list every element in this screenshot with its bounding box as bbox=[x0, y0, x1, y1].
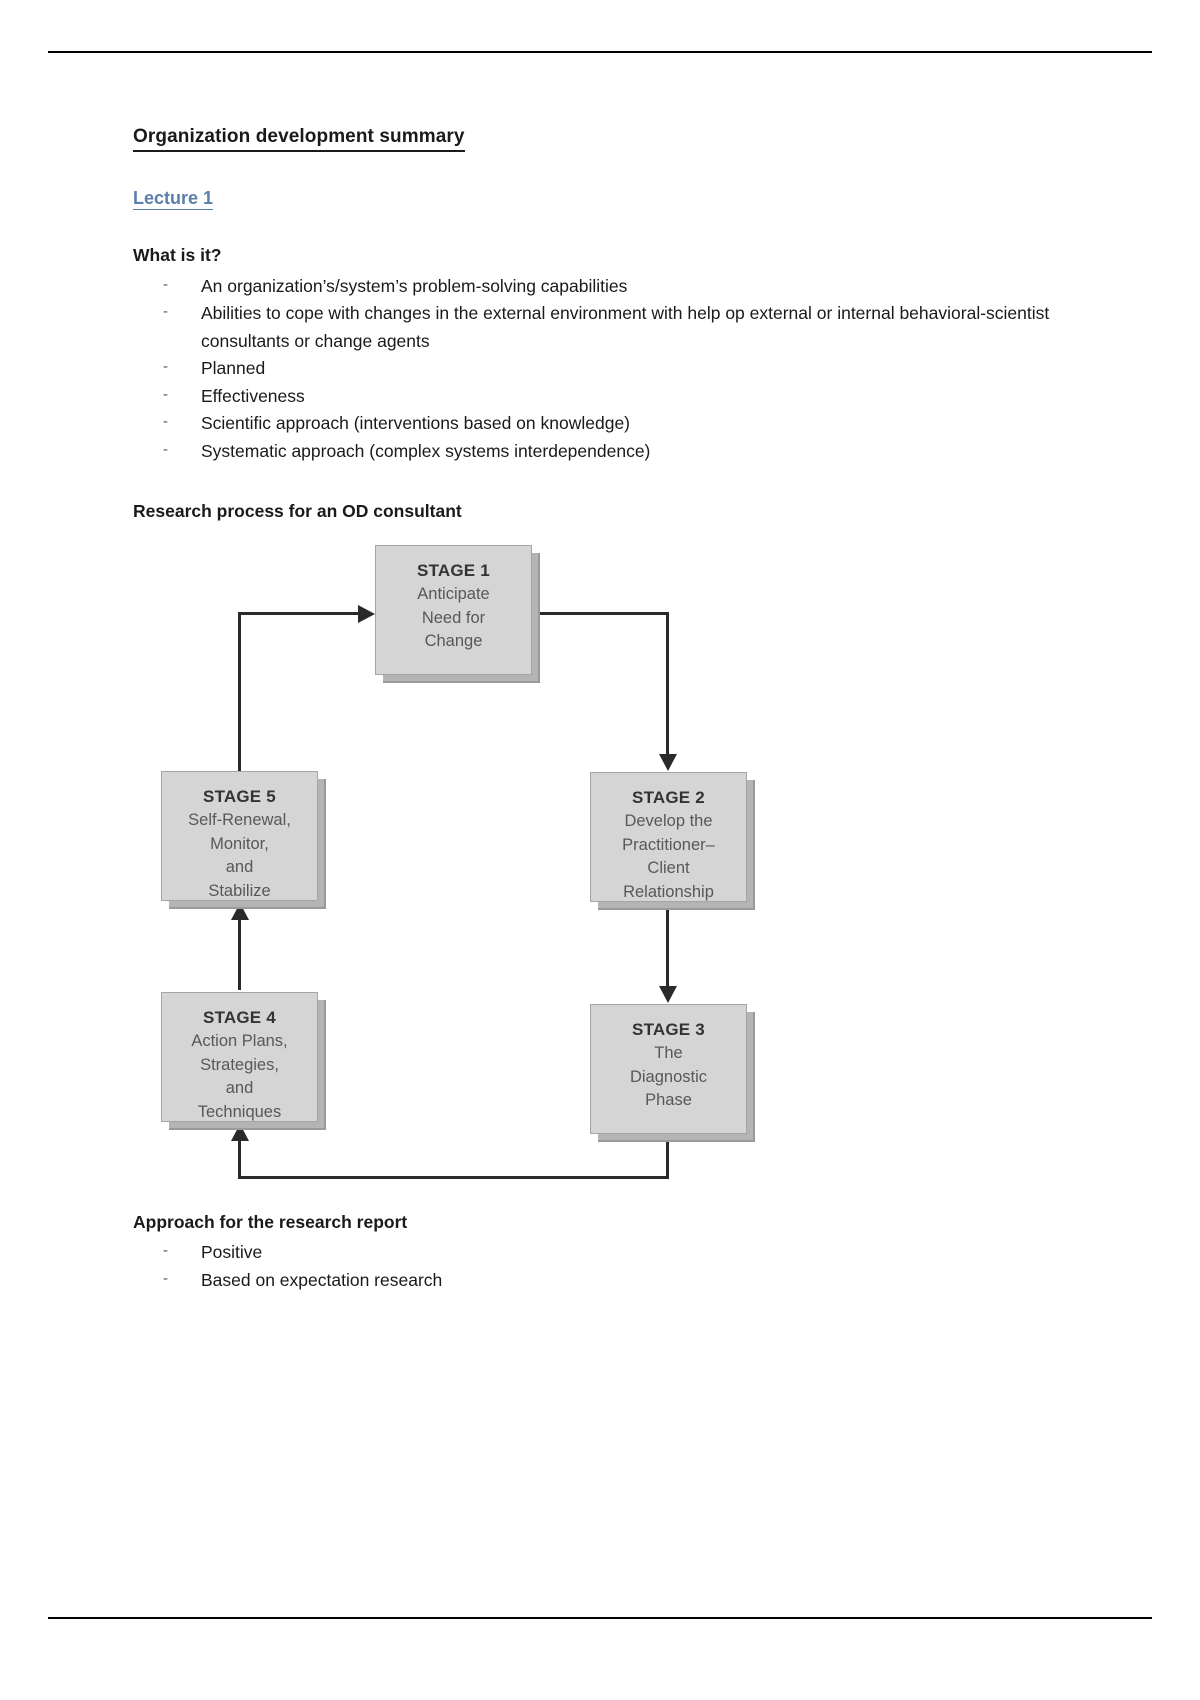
list-item: - Scientific approach (interventions bas… bbox=[133, 410, 1063, 437]
stage-line: Change bbox=[424, 632, 483, 651]
list-item-text: Systematic approach (complex systems int… bbox=[201, 440, 651, 461]
arrowhead-into-stage3 bbox=[658, 986, 677, 1004]
arrowhead-into-stage4 bbox=[231, 1124, 249, 1142]
what-is-it-heading: What is it? bbox=[133, 245, 222, 266]
stage-line: Diagnostic bbox=[629, 1067, 708, 1086]
connector-stage1-to-stage2-horizontal bbox=[532, 612, 669, 616]
connector-stage1-to-stage2-vertical bbox=[666, 612, 669, 755]
stage-title: STAGE 2 bbox=[632, 788, 705, 808]
approach-heading: Approach for the research report bbox=[133, 1212, 408, 1233]
connector-stage3-to-stage4-horizontal bbox=[238, 1176, 669, 1180]
list-item-text: Positive bbox=[201, 1242, 263, 1263]
document-content: Organization development summary Lecture… bbox=[133, 125, 1063, 1294]
stage-line: Monitor, bbox=[210, 834, 269, 853]
list-item-text: Planned bbox=[201, 358, 266, 379]
list-item: - Abilities to cope with changes in the … bbox=[133, 300, 1063, 355]
stage-box-stage1[interactable]: STAGE 1 Anticipate Need for Change bbox=[375, 545, 532, 676]
bullet-dash: - bbox=[163, 276, 168, 293]
arrowhead-into-stage2 bbox=[658, 754, 677, 772]
stage-line: Practitioner– bbox=[622, 835, 715, 854]
stage-title: STAGE 4 bbox=[203, 1008, 276, 1028]
page-top-rule bbox=[48, 51, 1152, 53]
page-title-wrap: Organization development summary bbox=[133, 125, 1063, 152]
list-item: - An organization’s/system’s problem-sol… bbox=[133, 273, 1063, 300]
list-item: - Effectiveness bbox=[133, 383, 1063, 410]
stage-line: Stabilize bbox=[208, 882, 271, 900]
stage-line: and bbox=[225, 1079, 254, 1098]
stage-title: STAGE 3 bbox=[632, 1020, 705, 1040]
lecture-1-link[interactable]: Lecture 1 bbox=[133, 187, 214, 211]
bullet-dash: - bbox=[163, 1242, 168, 1260]
connector-stage5-to-stage1-vertical bbox=[238, 612, 241, 773]
list-item: - Based on expectation research bbox=[133, 1267, 1063, 1294]
page-bottom-rule bbox=[48, 1617, 1152, 1619]
approach-list: - Positive - Based on expectation resear… bbox=[133, 1239, 1063, 1294]
stage-line: Need for bbox=[421, 608, 486, 627]
stage-line: Develop the bbox=[624, 812, 713, 831]
stage-line: Client bbox=[647, 859, 690, 878]
bullet-dash: - bbox=[163, 1269, 168, 1287]
bullet-dash: - bbox=[163, 413, 168, 431]
stage-line: Self-Renewal, bbox=[188, 811, 291, 830]
od-research-process-diagram: STAGE 1 Anticipate Need for Change STAGE… bbox=[153, 532, 853, 1192]
bullet-dash: - bbox=[163, 358, 168, 376]
stage-line: Techniques bbox=[197, 1103, 282, 1121]
stage-line: and bbox=[225, 858, 254, 877]
list-item-text: Based on expectation research bbox=[201, 1269, 443, 1290]
connector-stage4-riser bbox=[238, 1139, 241, 1178]
connector-stage2-to-stage3-vertical bbox=[666, 902, 669, 987]
stage-line: The bbox=[654, 1044, 683, 1063]
stage-box-stage5[interactable]: STAGE 5 Self-Renewal, Monitor, and Stabi… bbox=[161, 771, 318, 902]
bullet-dash: - bbox=[163, 303, 168, 321]
stage-line: Relationship bbox=[623, 883, 714, 901]
connector-stage3-to-stage4-vertical bbox=[666, 1134, 669, 1180]
list-item: - Planned bbox=[133, 355, 1063, 382]
connector-stage5-to-stage1-horizontal bbox=[238, 612, 358, 616]
what-is-it-list: - An organization’s/system’s problem-sol… bbox=[133, 273, 1063, 465]
stage-title: STAGE 5 bbox=[203, 787, 276, 807]
arrowhead-into-stage1 bbox=[358, 604, 375, 623]
approach-section: Approach for the research report - Posit… bbox=[133, 1212, 1063, 1294]
arrowhead-into-stage5 bbox=[231, 903, 249, 921]
bullet-dash: - bbox=[163, 385, 168, 403]
lecture-link-wrap: Lecture 1 bbox=[133, 152, 1063, 211]
stage-box-stage4[interactable]: STAGE 4 Action Plans, Strategies, and Te… bbox=[161, 992, 318, 1123]
bullet-dash: - bbox=[163, 440, 168, 458]
connector-stage4-to-stage5-vertical bbox=[238, 918, 241, 991]
stage-line: Anticipate bbox=[417, 585, 490, 604]
list-item: - Systematic approach (complex systems i… bbox=[133, 438, 1063, 465]
stage-box-stage3[interactable]: STAGE 3 The Diagnostic Phase bbox=[590, 1004, 747, 1135]
list-item-text: Effectiveness bbox=[201, 385, 305, 406]
stage-title: STAGE 1 bbox=[417, 561, 490, 581]
stage-line: Phase bbox=[645, 1091, 692, 1110]
list-item-text: An organization’s/system’s problem-solvi… bbox=[201, 276, 628, 296]
list-item-text: Scientific approach (interventions based… bbox=[201, 413, 631, 434]
research-process-heading: Research process for an OD consultant bbox=[133, 501, 462, 522]
stage-line: Strategies, bbox=[200, 1055, 279, 1074]
stage-line: Action Plans, bbox=[191, 1032, 288, 1051]
page-title: Organization development summary bbox=[133, 125, 465, 152]
stage-box-stage2[interactable]: STAGE 2 Develop the Practitioner– Client… bbox=[590, 772, 747, 903]
list-item: - Positive bbox=[133, 1239, 1063, 1266]
list-item-text: Abilities to cope with changes in the ex… bbox=[201, 303, 1050, 351]
